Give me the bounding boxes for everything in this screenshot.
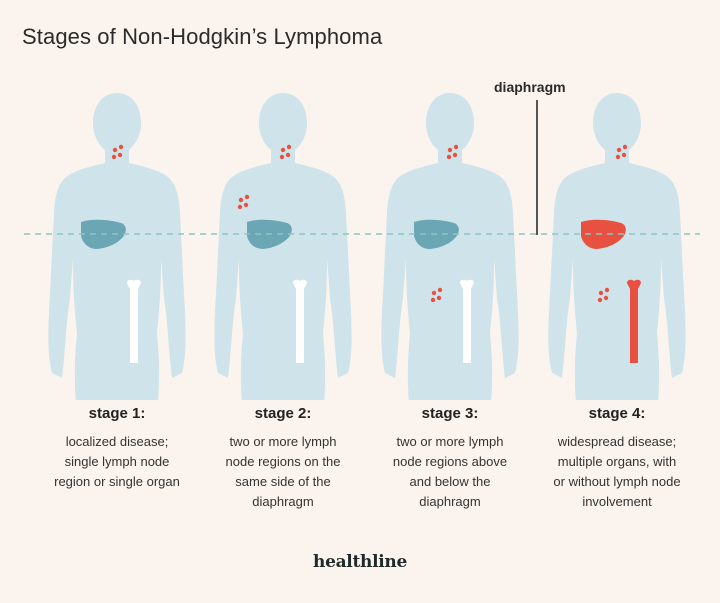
page-title: Stages of Non-Hodgkin’s Lymphoma <box>22 24 383 49</box>
lymph-node <box>279 154 285 160</box>
lymph-node <box>436 295 442 301</box>
lymph-node <box>111 154 117 160</box>
lymph-node <box>430 297 436 303</box>
lymph-node <box>453 144 459 150</box>
lymph-node <box>452 152 458 158</box>
body-silhouette <box>48 93 186 400</box>
diaphragm-label: diaphragm <box>494 79 566 95</box>
stage-2-line: node regions on the <box>225 454 341 469</box>
diaphragm-pointer-line <box>536 100 538 235</box>
leg-bone <box>627 279 641 363</box>
lymph-node <box>604 287 610 293</box>
lymph-node <box>431 290 437 296</box>
lymph-node <box>243 202 249 208</box>
leg-bone <box>127 279 141 363</box>
stage-4-line: involvement <box>582 494 652 509</box>
stage-3-caption: stage 3: two or more lymph node regions … <box>365 405 535 512</box>
lymph-node <box>285 152 291 158</box>
figure-stage-3 <box>381 93 519 400</box>
stage-1-description: localized disease; single lymph node reg… <box>32 432 202 492</box>
stage-2-line: two or more lymph <box>229 434 337 449</box>
stage-4-description: widespread disease; multiple organs, wit… <box>532 432 702 512</box>
stage-1-caption: stage 1: localized disease; single lymph… <box>32 405 202 492</box>
stage-3-description: two or more lymph node regions above and… <box>365 432 535 512</box>
lymph-node <box>446 154 452 160</box>
stage-3-line: two or more lymph <box>396 434 504 449</box>
body-figures <box>24 93 700 400</box>
stage-4-line: widespread disease; <box>557 434 677 449</box>
lymph-node <box>237 204 243 210</box>
stage-3-title: stage 3: <box>421 405 479 422</box>
lymph-node <box>616 147 622 153</box>
body-silhouette <box>381 93 519 400</box>
body-silhouette <box>548 93 686 400</box>
lymph-node <box>112 147 118 153</box>
lymph-node <box>621 152 627 158</box>
stage-2-line: diaphragm <box>252 494 314 509</box>
figure-stage-2 <box>214 93 352 400</box>
lymph-node <box>280 147 286 153</box>
lymph-node <box>598 290 604 296</box>
stage-1-title: stage 1: <box>88 405 146 422</box>
stage-3-line: node regions above <box>392 454 508 469</box>
stage-4-line: or without lymph node <box>553 474 681 489</box>
stage-2-title: stage 2: <box>254 405 312 422</box>
stage-1-line: localized disease; <box>65 434 169 449</box>
liver-organ <box>581 219 626 249</box>
leg-bone <box>460 279 474 363</box>
stage-4-caption: stage 4: widespread disease; multiple or… <box>532 405 702 512</box>
lymph-node <box>238 197 244 203</box>
stage-4-line: multiple organs, with <box>557 454 677 469</box>
stage-3-line: diaphragm <box>419 494 481 509</box>
figure-stage-4 <box>548 93 686 400</box>
lymph-node <box>437 287 443 293</box>
lymph-node <box>603 295 609 301</box>
lymph-node <box>118 144 124 150</box>
lymph-node <box>117 152 123 158</box>
leg-bone <box>293 279 307 363</box>
stage-2-description: two or more lymph node regions on the sa… <box>198 432 368 512</box>
lymph-node <box>286 144 292 150</box>
healthline-logo: healthline <box>313 552 407 572</box>
stage-2-line: same side of the <box>235 474 331 489</box>
lymph-node <box>597 297 603 303</box>
body-silhouette <box>214 93 352 400</box>
lymph-node <box>447 147 453 153</box>
lymph-node <box>622 144 628 150</box>
lymph-node <box>244 194 250 200</box>
figure-stage-1 <box>48 93 186 400</box>
stage-4-title: stage 4: <box>588 405 646 422</box>
stage-2-caption: stage 2: two or more lymph node regions … <box>198 405 368 512</box>
stage-1-line: region or single organ <box>54 474 180 489</box>
stage-1-line: single lymph node <box>64 454 170 469</box>
lymph-node <box>615 154 621 160</box>
stage-3-line: and below the <box>409 474 491 489</box>
